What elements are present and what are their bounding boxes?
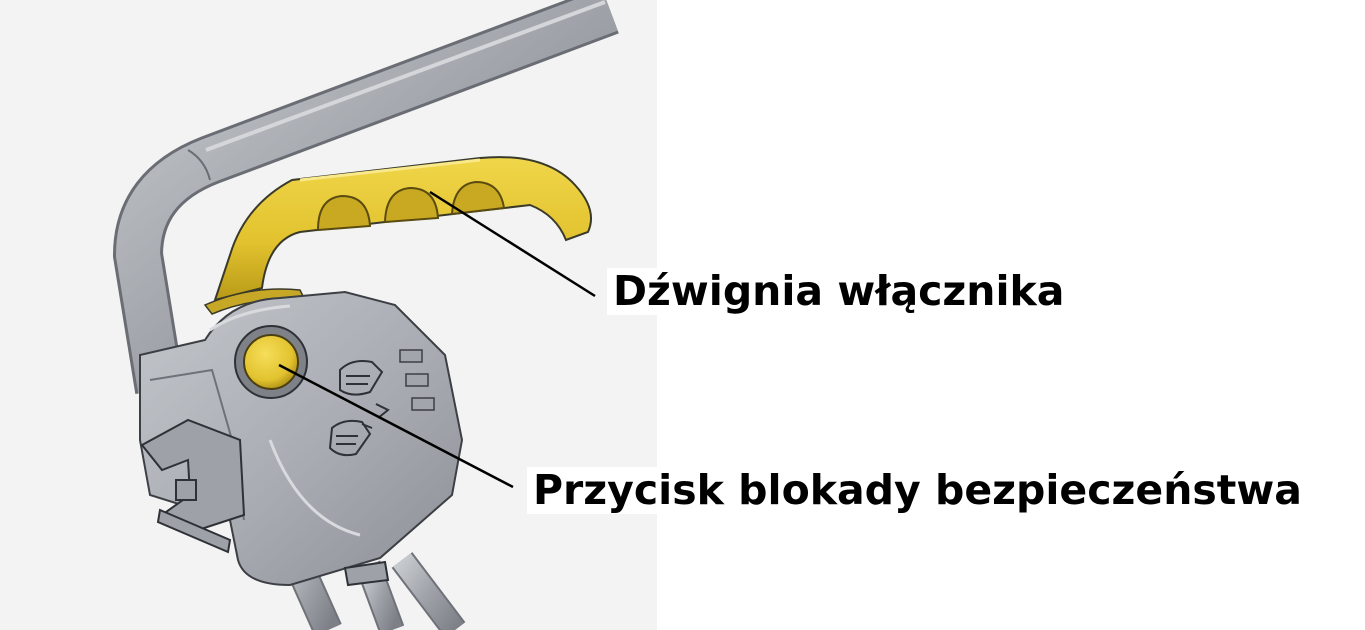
safety-lock-button-icon [235,326,307,398]
switch-lever-icon [205,157,591,314]
safety-lock-button-label: Przycisk blokady bezpieczeństwa [527,467,1308,514]
lever-label: Dźwignia włącznika [607,268,1070,315]
